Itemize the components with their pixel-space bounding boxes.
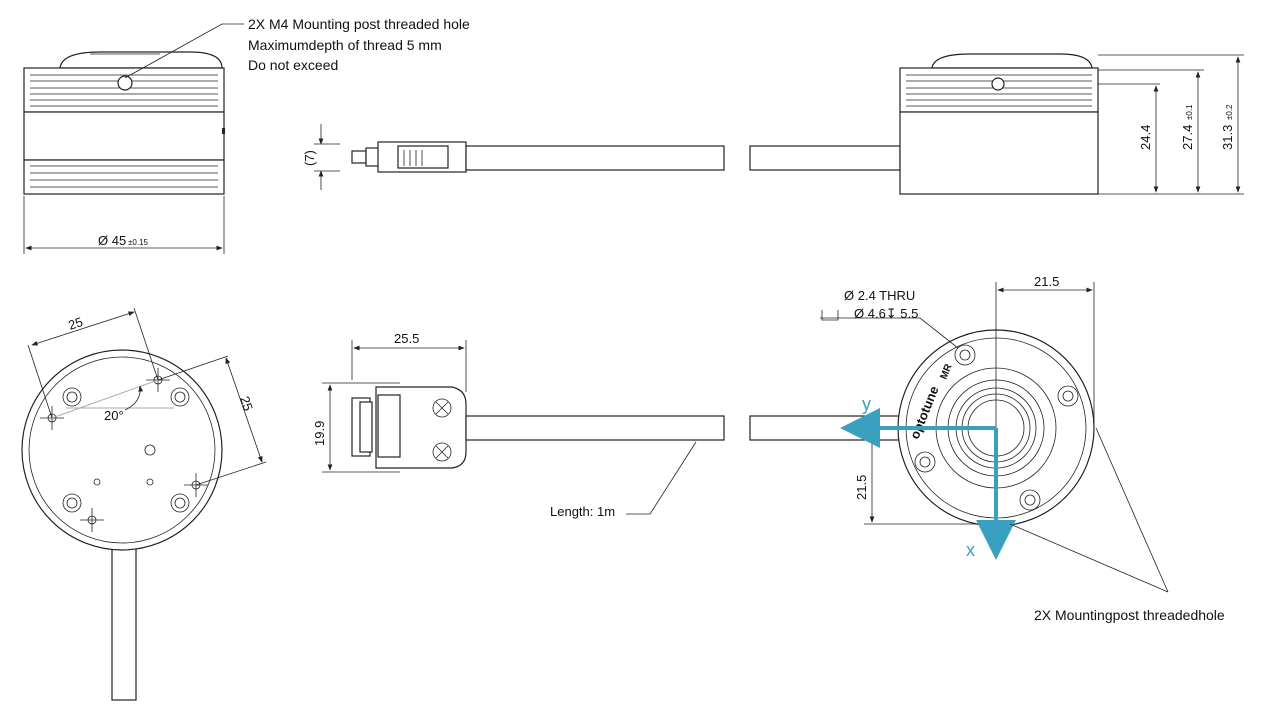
counterbore-label: Ø 4.6↧ 5.5: [854, 306, 918, 321]
axis-x-label: x: [966, 540, 975, 560]
cable-length-label: Length: 1m: [550, 504, 615, 519]
height-27-4-label: 27.4: [1180, 125, 1195, 150]
note-line-2: Maximumdepth of thread 5 mm: [248, 37, 442, 53]
height-31-3-tolerance: ±0.2: [1225, 104, 1234, 120]
height-31-3-label: 31.3: [1220, 125, 1235, 150]
bottom-dim-25-b: 25: [237, 394, 256, 412]
front-dim-21-5-side: 21.5: [854, 475, 869, 500]
diameter-tolerance: ±0.15: [128, 238, 149, 247]
angle-20-label: 20°: [104, 408, 124, 423]
connector-height-label: 19.9: [312, 421, 327, 446]
connector-top-view: 25.5 19.9 Length: 1m: [312, 331, 901, 519]
side-view-right: 24.4 27.4 ±0.1 31.3 ±0.2: [899, 53, 1244, 195]
thru-label: Ø 2.4 THRU: [844, 288, 915, 303]
bottom-dim-25-a: 25: [66, 314, 84, 333]
bottom-view: 20° 25 25: [21, 307, 267, 701]
note-line-3: Do not exceed: [248, 57, 338, 73]
height-27-4-tolerance: ±0.1: [1185, 104, 1194, 120]
diameter-label: Ø 45: [98, 233, 126, 248]
front-dim-21-5-top: 21.5: [1034, 274, 1059, 289]
front-view: optotune MR 21.5 21.5 Ø 2.4 THRU Ø 4.6↧ …: [820, 274, 1225, 623]
connector-thickness-label: (7): [302, 150, 317, 166]
side-view-left: Ø 45 ±0.15 2X M4 Mounting post threaded …: [23, 16, 470, 254]
axis-y-label: y: [862, 394, 871, 414]
connector-side-view: (7): [302, 124, 901, 190]
connector-width-label: 25.5: [394, 331, 419, 346]
height-24-4-label: 24.4: [1138, 125, 1153, 150]
mounting-post-note: 2X Mountingpost threadedhole: [1034, 607, 1225, 623]
note-line-1: 2X M4 Mounting post threaded hole: [248, 16, 470, 32]
